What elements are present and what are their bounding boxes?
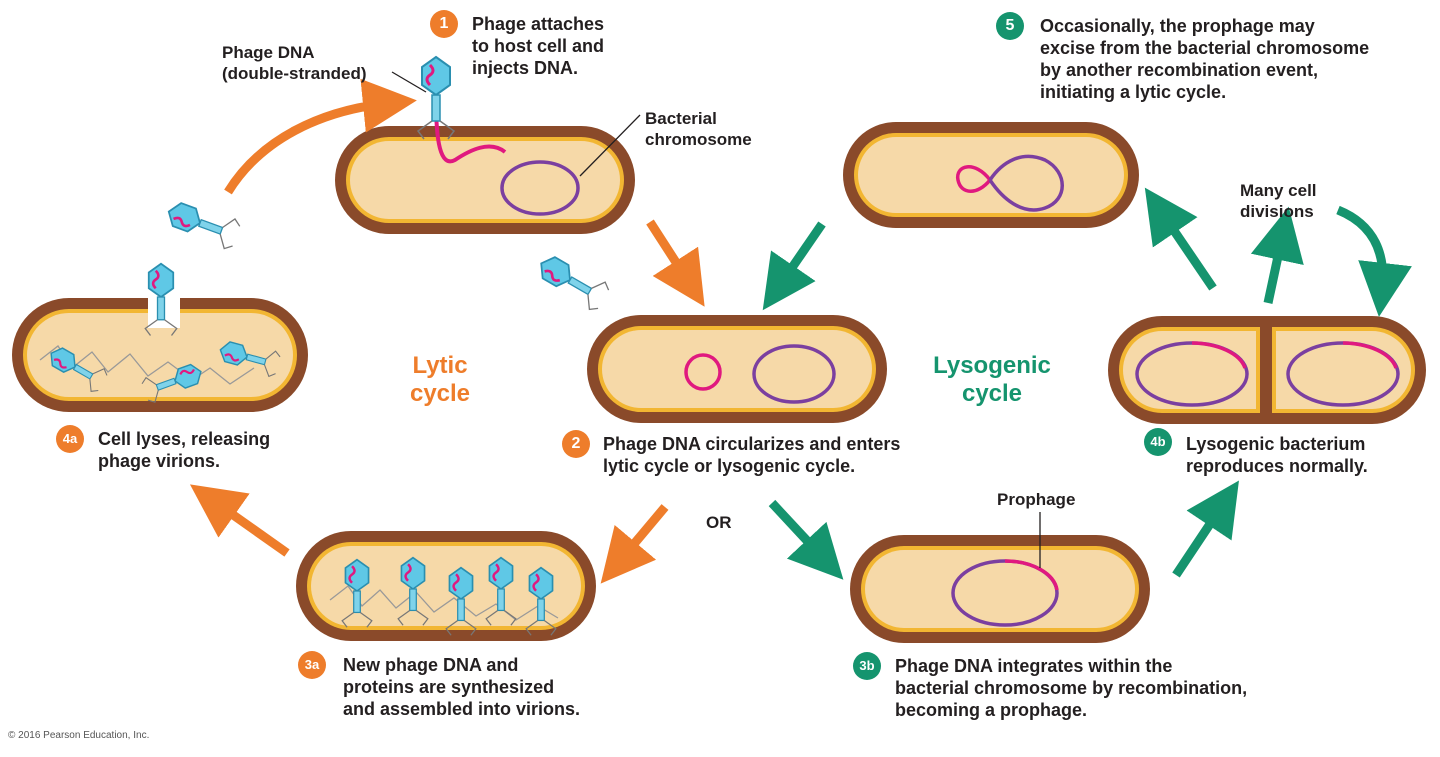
division-arrow-down: [1336, 205, 1412, 317]
step-1-caption: Phage attaches to host cell and injects …: [472, 13, 604, 79]
cycle-line: Lysogenic: [933, 352, 1051, 379]
integrated-prophage: [1004, 559, 1059, 591]
phage-dna-label: Phage DNA (double-stranded): [222, 42, 367, 84]
bacterial-chromosome-label: Bacterial chromosome: [645, 108, 752, 150]
caption-line: Occasionally, the prophage may: [1040, 16, 1315, 36]
label-line: Many cell: [1240, 181, 1317, 200]
lytic-arrow-4a-to-1: [224, 78, 417, 195]
caption-line: Phage attaches: [472, 14, 605, 34]
label-line: (double-stranded): [222, 64, 367, 83]
caption-line: bacterial chromosome by recombination,: [895, 678, 1248, 698]
label-line: Phage DNA: [222, 43, 315, 62]
caption-line: Lysogenic bacterium: [1186, 434, 1366, 454]
step-4a-badge: 4a: [56, 425, 84, 453]
cell-step2: [587, 315, 887, 423]
caption-line: injects DNA.: [472, 58, 579, 78]
step-4a-caption: Cell lyses, releasing phage virions.: [98, 428, 270, 472]
caption-line: initiating a lytic cycle.: [1040, 82, 1227, 102]
caption-line: proteins are synthesized: [343, 677, 555, 697]
step-4b-badge: 4b: [1144, 428, 1172, 456]
caption-line: phage virions.: [98, 451, 221, 471]
caption-line: Phage DNA circularizes and enters: [603, 434, 901, 454]
step-5-caption: Occasionally, the prophage may excise fr…: [1040, 15, 1369, 103]
caption-line: reproduces normally.: [1186, 456, 1368, 476]
circularized-phage-dna: [684, 353, 722, 391]
cell-step3b: [850, 512, 1150, 643]
lysogenic-cycle-title: Lysogenic cycle: [912, 352, 1072, 408]
step-3a-badge: 3a: [298, 651, 326, 679]
lysogenic-arrow-3b-to-4b: [1172, 480, 1239, 578]
bacterial-chromosome: [500, 160, 580, 216]
caption-line: and assembled into virions.: [343, 699, 581, 719]
caption-line: by another recombination event,: [1040, 60, 1319, 80]
step-4b-caption: Lysogenic bacterium reproduces normally.: [1186, 433, 1368, 477]
bacterial-chromosome: [988, 154, 1064, 212]
lytic-arrow-2-to-3a: [600, 504, 669, 584]
or-label: OR: [706, 513, 732, 532]
free-phage: [162, 195, 243, 253]
free-phage: [531, 248, 613, 315]
caption-line: to host cell and: [472, 36, 605, 56]
cycle-line: cycle: [961, 380, 1023, 407]
label-line: chromosome: [645, 130, 752, 149]
caption-line: lytic cycle or lysogenic cycle.: [603, 456, 856, 476]
caption-line: New phage DNA and: [343, 655, 519, 675]
caption-line: becoming a prophage.: [895, 700, 1088, 720]
caption-line: excise from the bacterial chromosome: [1040, 38, 1370, 58]
lytic-arrow-3a-to-4a: [189, 484, 290, 557]
lytic-cycle-title: Lytic cycle: [380, 352, 500, 408]
injected-phage-dna: [434, 99, 507, 164]
lysogenic-arrow-4b-to-5: [1144, 187, 1217, 291]
cell-step3a: [296, 531, 596, 641]
step-5-badge: 5: [996, 12, 1024, 40]
excising-prophage: [956, 165, 992, 193]
cell-step4b: [1108, 316, 1426, 424]
prophage-label: Prophage: [997, 490, 1076, 509]
lysogenic-arrow-2-to-3b: [768, 499, 844, 580]
label-line: divisions: [1240, 202, 1314, 221]
step-3a-caption: New phage DNA and proteins are synthesiz…: [343, 654, 580, 720]
cycle-line: Lytic: [412, 352, 468, 379]
many-cell-divisions-label: Many cell divisions: [1240, 180, 1317, 222]
step-2-badge: 2: [562, 430, 590, 458]
lytic-arrow-1-to-2: [646, 219, 705, 307]
step-2-caption: Phage DNA circularizes and enters lytic …: [603, 433, 900, 477]
cycle-line: cycle: [409, 380, 471, 407]
cell-step1: [335, 99, 641, 234]
lysogenic-arrow-5-to-2: [762, 221, 826, 311]
cell-step5: [843, 122, 1139, 228]
caption-line: Cell lyses, releasing: [98, 429, 271, 449]
caption-line: Phage DNA integrates within the: [895, 656, 1173, 676]
division-arrow-up: [1250, 206, 1304, 304]
label-line: Bacterial: [645, 109, 717, 128]
step-3b-caption: Phage DNA integrates within the bacteria…: [895, 655, 1247, 721]
copyright-notice: © 2016 Pearson Education, Inc.: [8, 730, 150, 741]
bacterial-chromosome: [752, 344, 836, 404]
step-1-badge: 1: [430, 10, 458, 38]
step-3b-badge: 3b: [853, 652, 881, 680]
